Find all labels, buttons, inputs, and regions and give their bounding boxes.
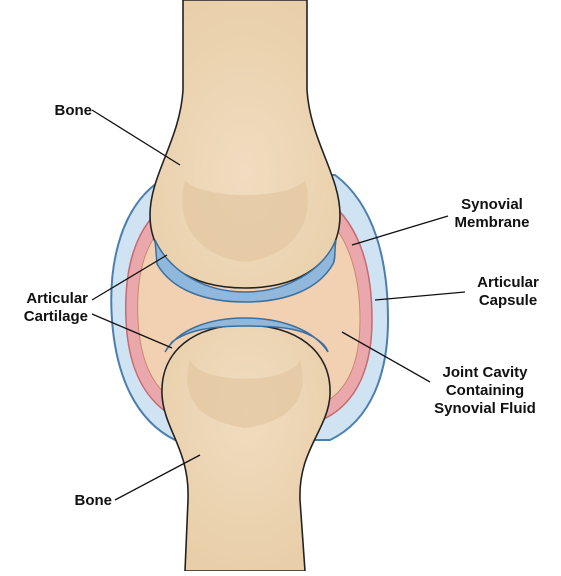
- leader-bone-top: [92, 110, 180, 165]
- label-bone-top-text: Bone: [30, 102, 92, 120]
- label-articular-cartilage-line2: Cartilage: [0, 308, 88, 326]
- label-joint-cavity-line1: Joint Cavity: [420, 364, 550, 382]
- label-bone-top: Bone: [30, 102, 92, 120]
- label-synovial-membrane-line1: Synovial: [442, 196, 542, 214]
- label-articular-capsule-line1: Articular: [458, 274, 558, 292]
- label-joint-cavity: Joint Cavity Containing Synovial Fluid: [420, 364, 550, 418]
- label-bone-bottom: Bone: [50, 492, 112, 510]
- label-articular-cartilage-line1: Articular: [0, 290, 88, 308]
- label-articular-cartilage: Articular Cartilage: [0, 290, 88, 326]
- leader-articular-capsule: [375, 292, 465, 300]
- label-synovial-membrane-line2: Membrane: [442, 214, 542, 232]
- lower-bone: [162, 325, 330, 571]
- label-bone-bottom-text: Bone: [50, 492, 112, 510]
- label-synovial-membrane: Synovial Membrane: [442, 196, 542, 232]
- label-joint-cavity-line2: Containing: [420, 382, 550, 400]
- label-articular-capsule-line2: Capsule: [458, 292, 558, 310]
- label-articular-capsule: Articular Capsule: [458, 274, 558, 310]
- label-joint-cavity-line3: Synovial Fluid: [420, 400, 550, 418]
